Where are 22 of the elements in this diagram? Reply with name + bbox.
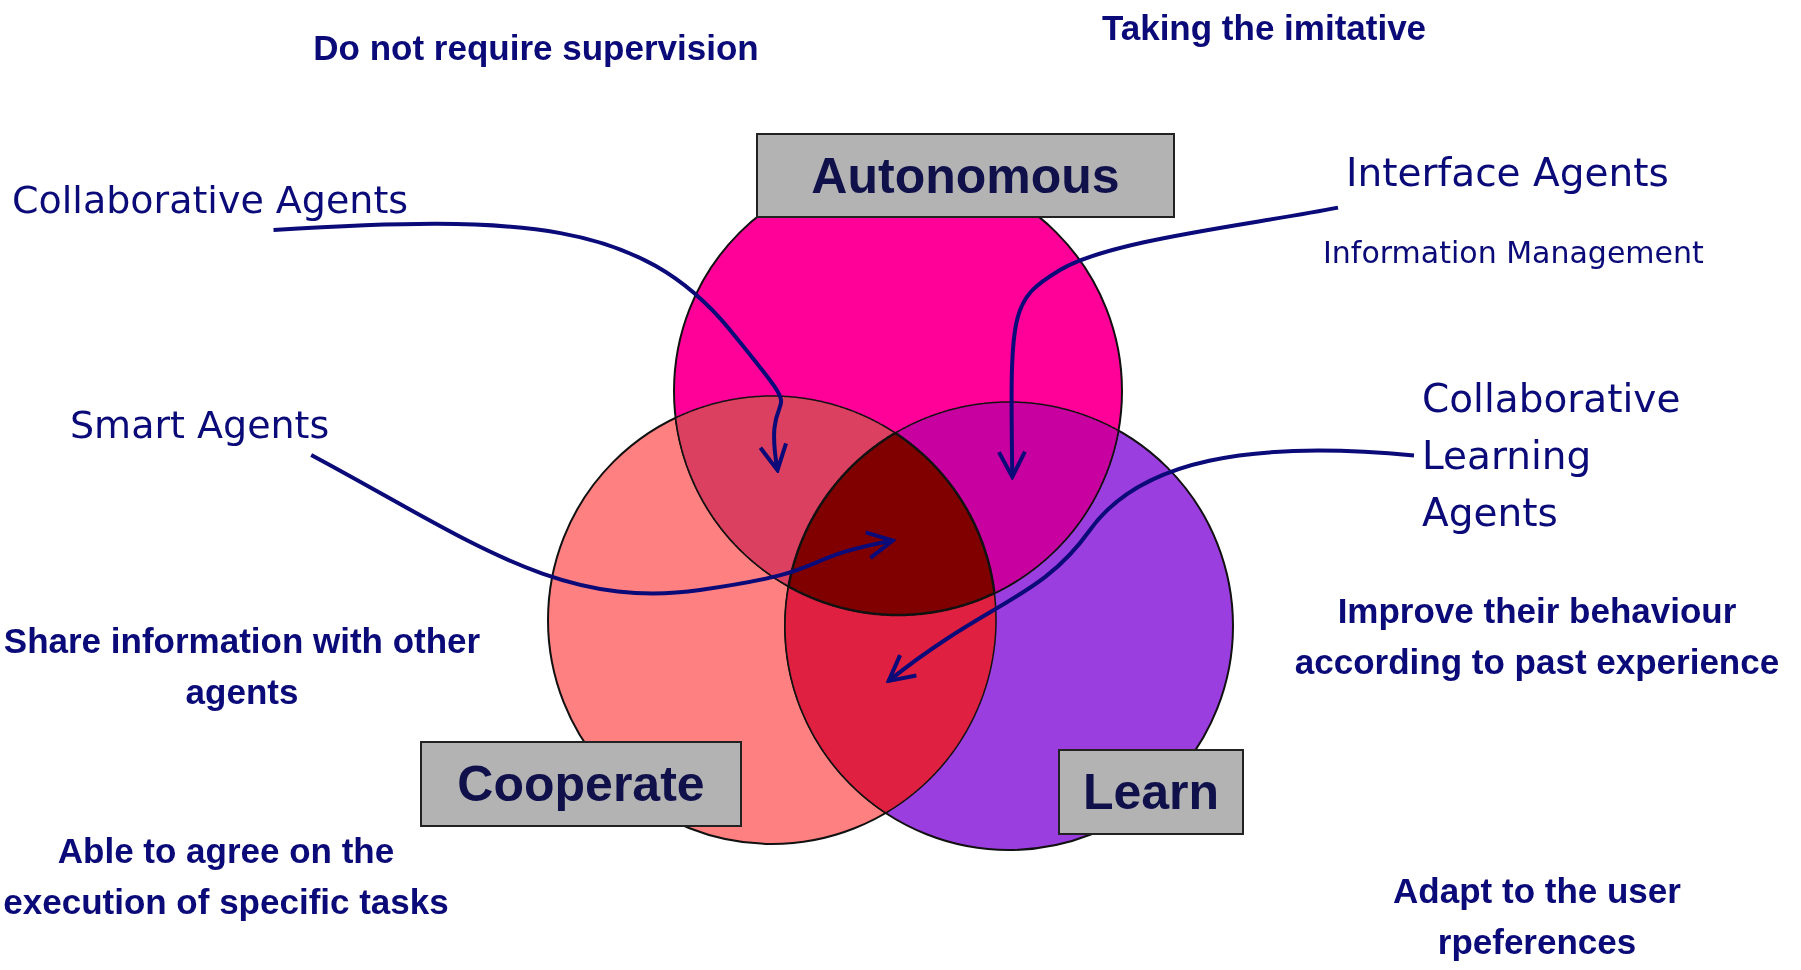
arrow [997, 205, 1339, 479]
learn-label: Learn [1058, 749, 1244, 835]
agent-type-label: Collaborative Learning Agents [1422, 375, 1682, 537]
overlap-region [784, 585, 997, 814]
description-text: Share information with other agents [2, 620, 482, 713]
subtitle-label: Information Management [1323, 235, 1704, 270]
agent-type-label: Collaborative Agents [12, 178, 409, 222]
center-overlap-region [787, 431, 996, 617]
overlap-region [894, 401, 1120, 594]
agent-type-label: Interface Agents [1346, 150, 1670, 195]
autonomous-label: Autonomous [756, 133, 1175, 218]
description-text: Able to agree on the execution of specific tasks [2, 830, 450, 923]
arrow [886, 448, 1415, 683]
description-text: Adapt to the user rpeferences [1392, 870, 1682, 963]
description-text: Taking the imitative [1100, 7, 1428, 49]
overlap-region [674, 395, 896, 587]
description-text: Improve their behaviour according to past experience [1293, 590, 1781, 683]
arrow [310, 453, 895, 596]
arrow [273, 221, 790, 473]
description-text: Do not require supervision [312, 27, 760, 69]
cooperate-label: Cooperate [420, 741, 742, 827]
agent-type-label: Smart Agents [70, 403, 330, 447]
